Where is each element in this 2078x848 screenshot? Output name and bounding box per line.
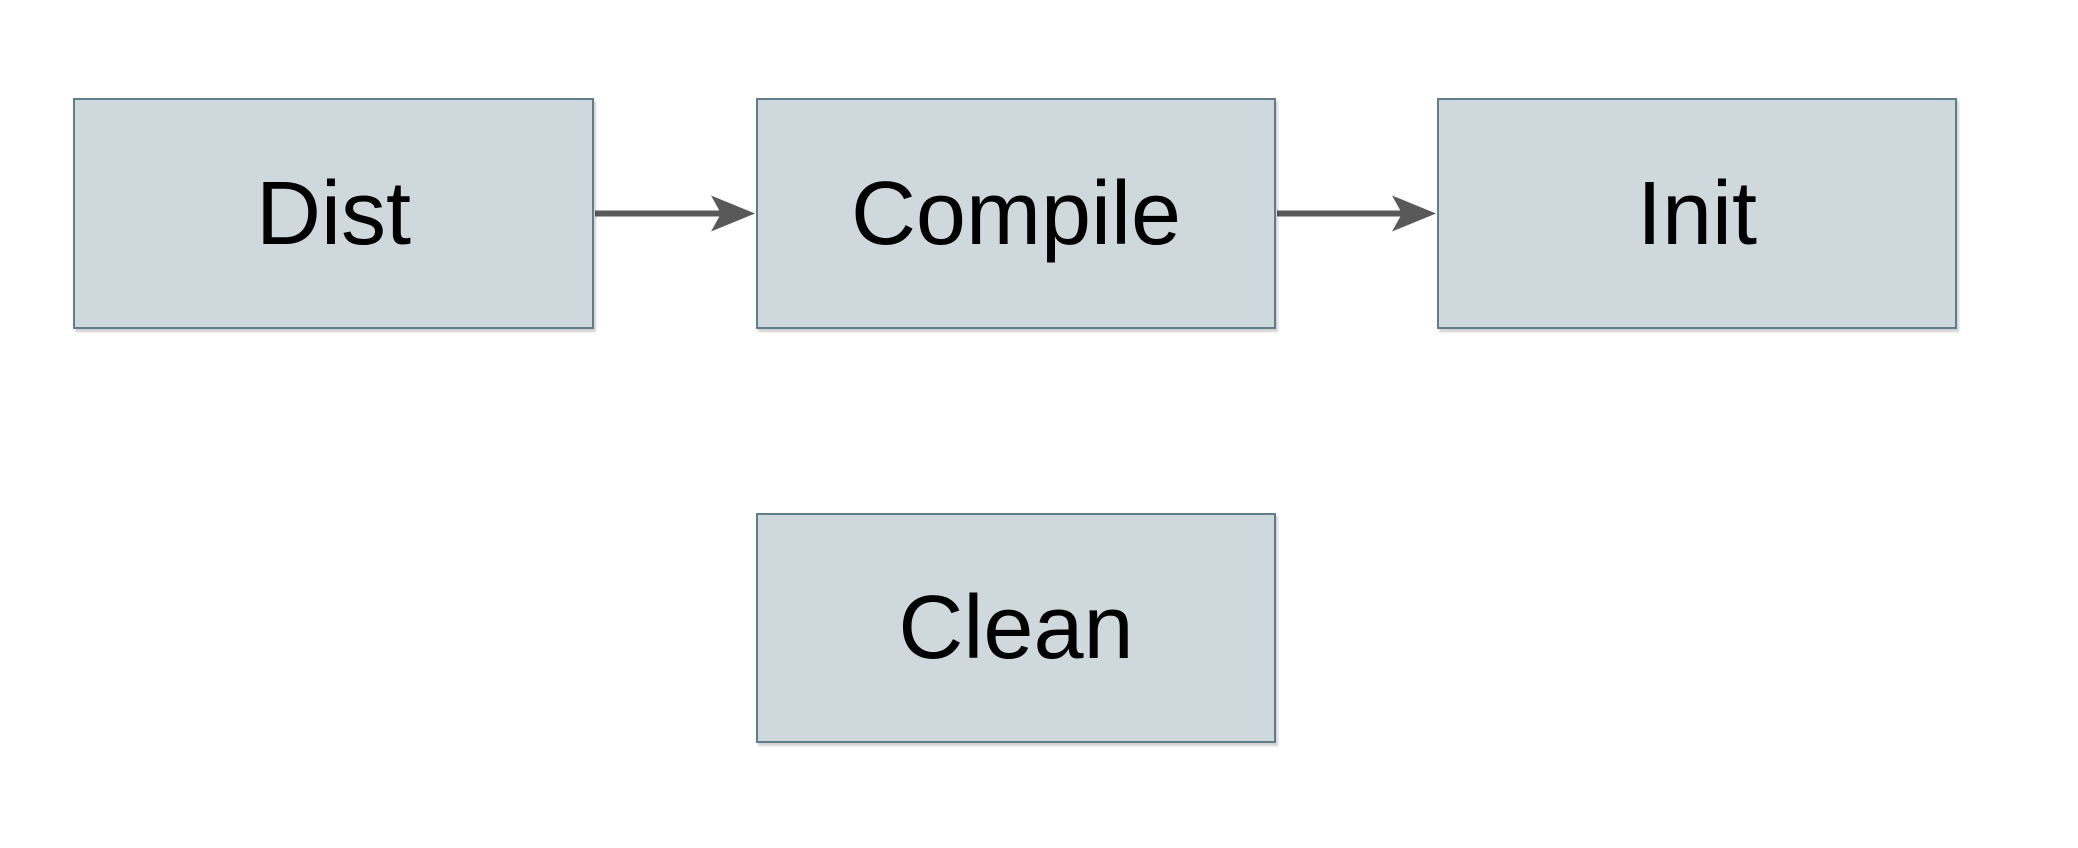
node-init[interactable]: Init — [1437, 98, 1957, 329]
node-compile-label: Compile — [850, 163, 1182, 264]
node-clean-label: Clean — [898, 578, 1134, 678]
node-init-label: Init — [1636, 163, 1758, 264]
arrow-right-icon — [711, 195, 755, 232]
node-clean[interactable]: Clean — [756, 513, 1276, 743]
edge-dist-to-compile[interactable] — [595, 195, 755, 232]
arrow-right-icon — [1392, 195, 1436, 232]
edge-compile-to-init[interactable] — [1277, 195, 1436, 232]
node-dist[interactable]: Dist — [73, 98, 594, 329]
node-compile[interactable]: Compile — [756, 98, 1276, 329]
node-dist-label: Dist — [256, 163, 411, 264]
